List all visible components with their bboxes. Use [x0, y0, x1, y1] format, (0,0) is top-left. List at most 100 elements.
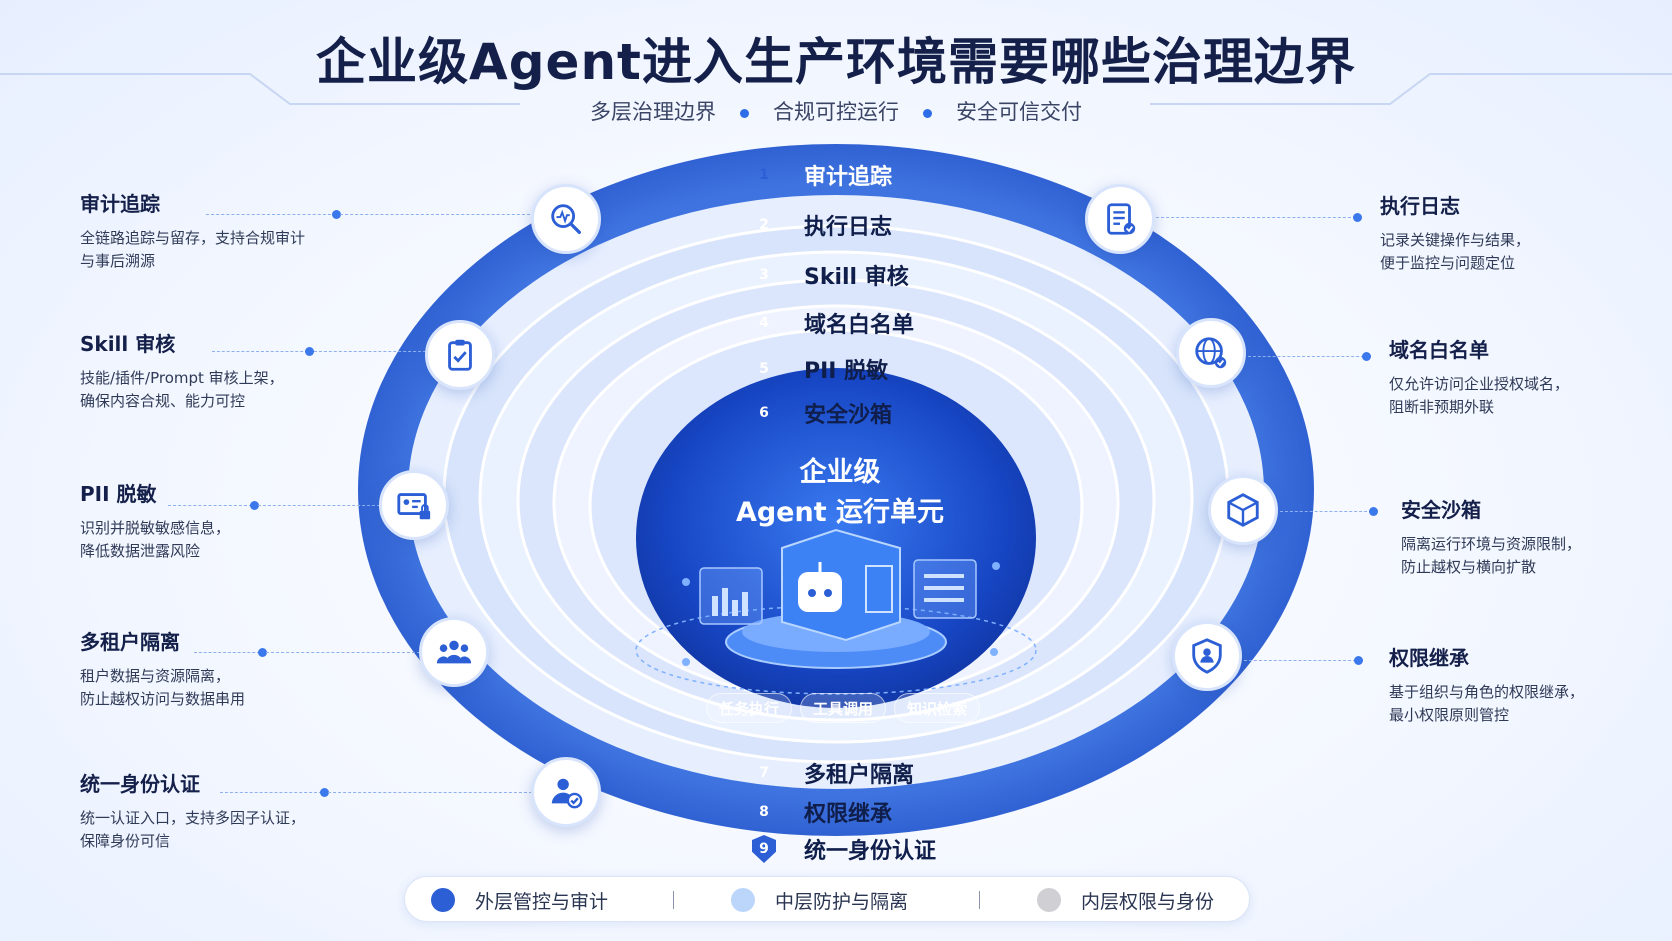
ring-label-text: PII 脱敏	[804, 359, 889, 384]
item-title: 审计追踪	[80, 192, 160, 216]
bullet-dot	[740, 108, 749, 118]
bullet-dot	[923, 108, 932, 118]
right-item-sandbox: 安全沙箱 隔离运行环境与资源限制，防止越权与横向扩散	[1401, 494, 1661, 579]
ring-label-7: 7 多租户隔离	[752, 756, 914, 790]
subtitle-item: 安全可信交付	[956, 100, 1082, 124]
legend-swatch	[731, 888, 755, 912]
ring-label-6: 6 安全沙箱	[752, 396, 892, 430]
connector-dot	[1353, 213, 1362, 222]
globe-check-icon	[1176, 318, 1246, 388]
item-desc: 全链路追踪与留存，支持合规审计与事后溯源	[80, 229, 306, 270]
legend: 外层管控与审计 中层防护与隔离 内层权限与身份	[404, 876, 1250, 922]
item-title: PII 脱敏	[80, 482, 157, 506]
robot-face	[798, 572, 842, 612]
connector-line	[1280, 511, 1372, 512]
shield-user-icon	[1172, 621, 1242, 691]
legend-swatch	[1037, 888, 1061, 912]
ring-label-text: 权限继承	[804, 802, 893, 827]
item-title: 安全沙箱	[1401, 498, 1481, 522]
left-item-audit: 审计追踪 全链路追踪与留存，支持合规审计与事后溯源	[80, 188, 340, 273]
legend-divider	[673, 891, 674, 909]
subtitle-item: 多层治理边界	[590, 100, 716, 124]
subtitle-item: 合规可控运行	[773, 100, 899, 124]
connector-dot	[332, 210, 341, 219]
capability-chip: 工具调用	[800, 693, 887, 723]
cube-side-panel	[865, 565, 893, 613]
item-title: 多租户隔离	[80, 630, 180, 654]
node-dot	[992, 562, 1000, 570]
connector-dot	[250, 501, 259, 510]
users-group-icon	[419, 617, 489, 687]
item-desc: 识别并脱敏敏感信息，降低数据泄露风险	[80, 519, 231, 560]
ring-label-5: 5 PII 脱敏	[752, 352, 888, 386]
connector-line	[194, 652, 260, 653]
shield-number-badge: 6	[752, 399, 776, 427]
bar	[742, 592, 748, 616]
shield-number-badge: 4	[752, 309, 776, 337]
left-item-identity: 统一身份认证 统一认证入口，支持多因子认证，保障身份可信	[80, 768, 340, 853]
shield-number-badge: 7	[752, 759, 776, 787]
ring-label-text: 多租户隔离	[804, 763, 915, 788]
shield-number-badge: 3	[752, 261, 776, 289]
list-line	[924, 586, 964, 590]
connector-line	[168, 505, 252, 506]
legend-label: 内层权限与身份	[1081, 890, 1215, 913]
item-desc: 仅允许访问企业授权域名，阻断非预期外联	[1389, 375, 1570, 416]
ring-label-3: 3 Skill 审核	[752, 258, 909, 292]
connector-dot	[1354, 656, 1363, 665]
shield-number-badge: 8	[752, 798, 776, 826]
left-item-skill: Skill 审核 技能/插件/Prompt 审核上架，确保内容合规、能力可控	[80, 328, 340, 413]
left-item-pii: PII 脱敏 识别并脱敏敏感信息，降低数据泄露风险	[80, 478, 340, 563]
ring-label-text: Skill 审核	[804, 265, 909, 290]
ring-label-text: 统一身份认证	[804, 839, 937, 864]
ring-label-1: 1 审计追踪	[752, 158, 892, 192]
item-desc: 基于组织与角色的权限继承，最小权限原则管控	[1389, 683, 1585, 724]
item-desc: 租户数据与资源隔离，防止越权访问与数据串用	[80, 667, 246, 708]
item-desc: 记录关键操作与结果，便于监控与问题定位	[1380, 231, 1531, 272]
connector-line	[220, 792, 322, 793]
connector-line	[328, 792, 532, 793]
legend-item-outer: 外层管控与审计	[431, 877, 608, 923]
bar	[712, 596, 718, 616]
connector-line	[1156, 217, 1356, 218]
connector-dot	[1362, 352, 1371, 361]
item-title: 统一身份认证	[80, 772, 200, 796]
list-line	[924, 574, 964, 578]
legend-item-middle: 中层防护与隔离	[731, 877, 908, 923]
robot-eye	[808, 589, 816, 597]
ring-label-text: 域名白名单	[804, 313, 915, 338]
right-item-log: 执行日志 记录关键操作与结果，便于监控与问题定位	[1380, 190, 1640, 275]
connector-line	[206, 214, 336, 215]
subtitle: 多层治理边界 合规可控运行 安全可信交付	[0, 96, 1672, 126]
legend-label: 中层防护与隔离	[775, 890, 909, 913]
right-item-permission: 权限继承 基于组织与角色的权限继承，最小权限原则管控	[1389, 642, 1649, 727]
ring-label-8: 8 权限继承	[752, 795, 892, 829]
bar	[732, 600, 738, 616]
ring-label-text: 执行日志	[804, 215, 893, 240]
chart-panel	[699, 567, 763, 625]
connector-line	[266, 652, 420, 653]
node-dot	[682, 578, 690, 586]
bar	[722, 588, 728, 616]
audit-search-icon	[531, 184, 601, 254]
list-line	[924, 598, 964, 602]
left-item-tenant: 多租户隔离 租户数据与资源隔离，防止越权访问与数据串用	[80, 626, 340, 711]
robot-eye	[824, 589, 832, 597]
core-title-line-1: 企业级	[799, 457, 881, 488]
item-title: 执行日志	[1380, 194, 1460, 218]
connector-line	[212, 351, 308, 352]
capability-chip: 任务执行	[706, 693, 793, 723]
right-item-domain: 域名白名单 仅允许访问企业授权域名，阻断非预期外联	[1389, 334, 1649, 419]
connector-dot	[320, 788, 329, 797]
connector-line	[1244, 660, 1356, 661]
item-desc: 统一认证入口，支持多因子认证，保障身份可信	[80, 809, 306, 850]
legend-divider	[979, 891, 980, 909]
sandbox-cube-icon	[1208, 475, 1278, 545]
item-desc: 技能/插件/Prompt 审核上架，确保内容合规、能力可控	[80, 369, 284, 410]
connector-line	[340, 214, 530, 215]
connector-line	[258, 505, 380, 506]
legend-swatch	[431, 888, 455, 912]
shield-number-badge: 5	[752, 355, 776, 383]
